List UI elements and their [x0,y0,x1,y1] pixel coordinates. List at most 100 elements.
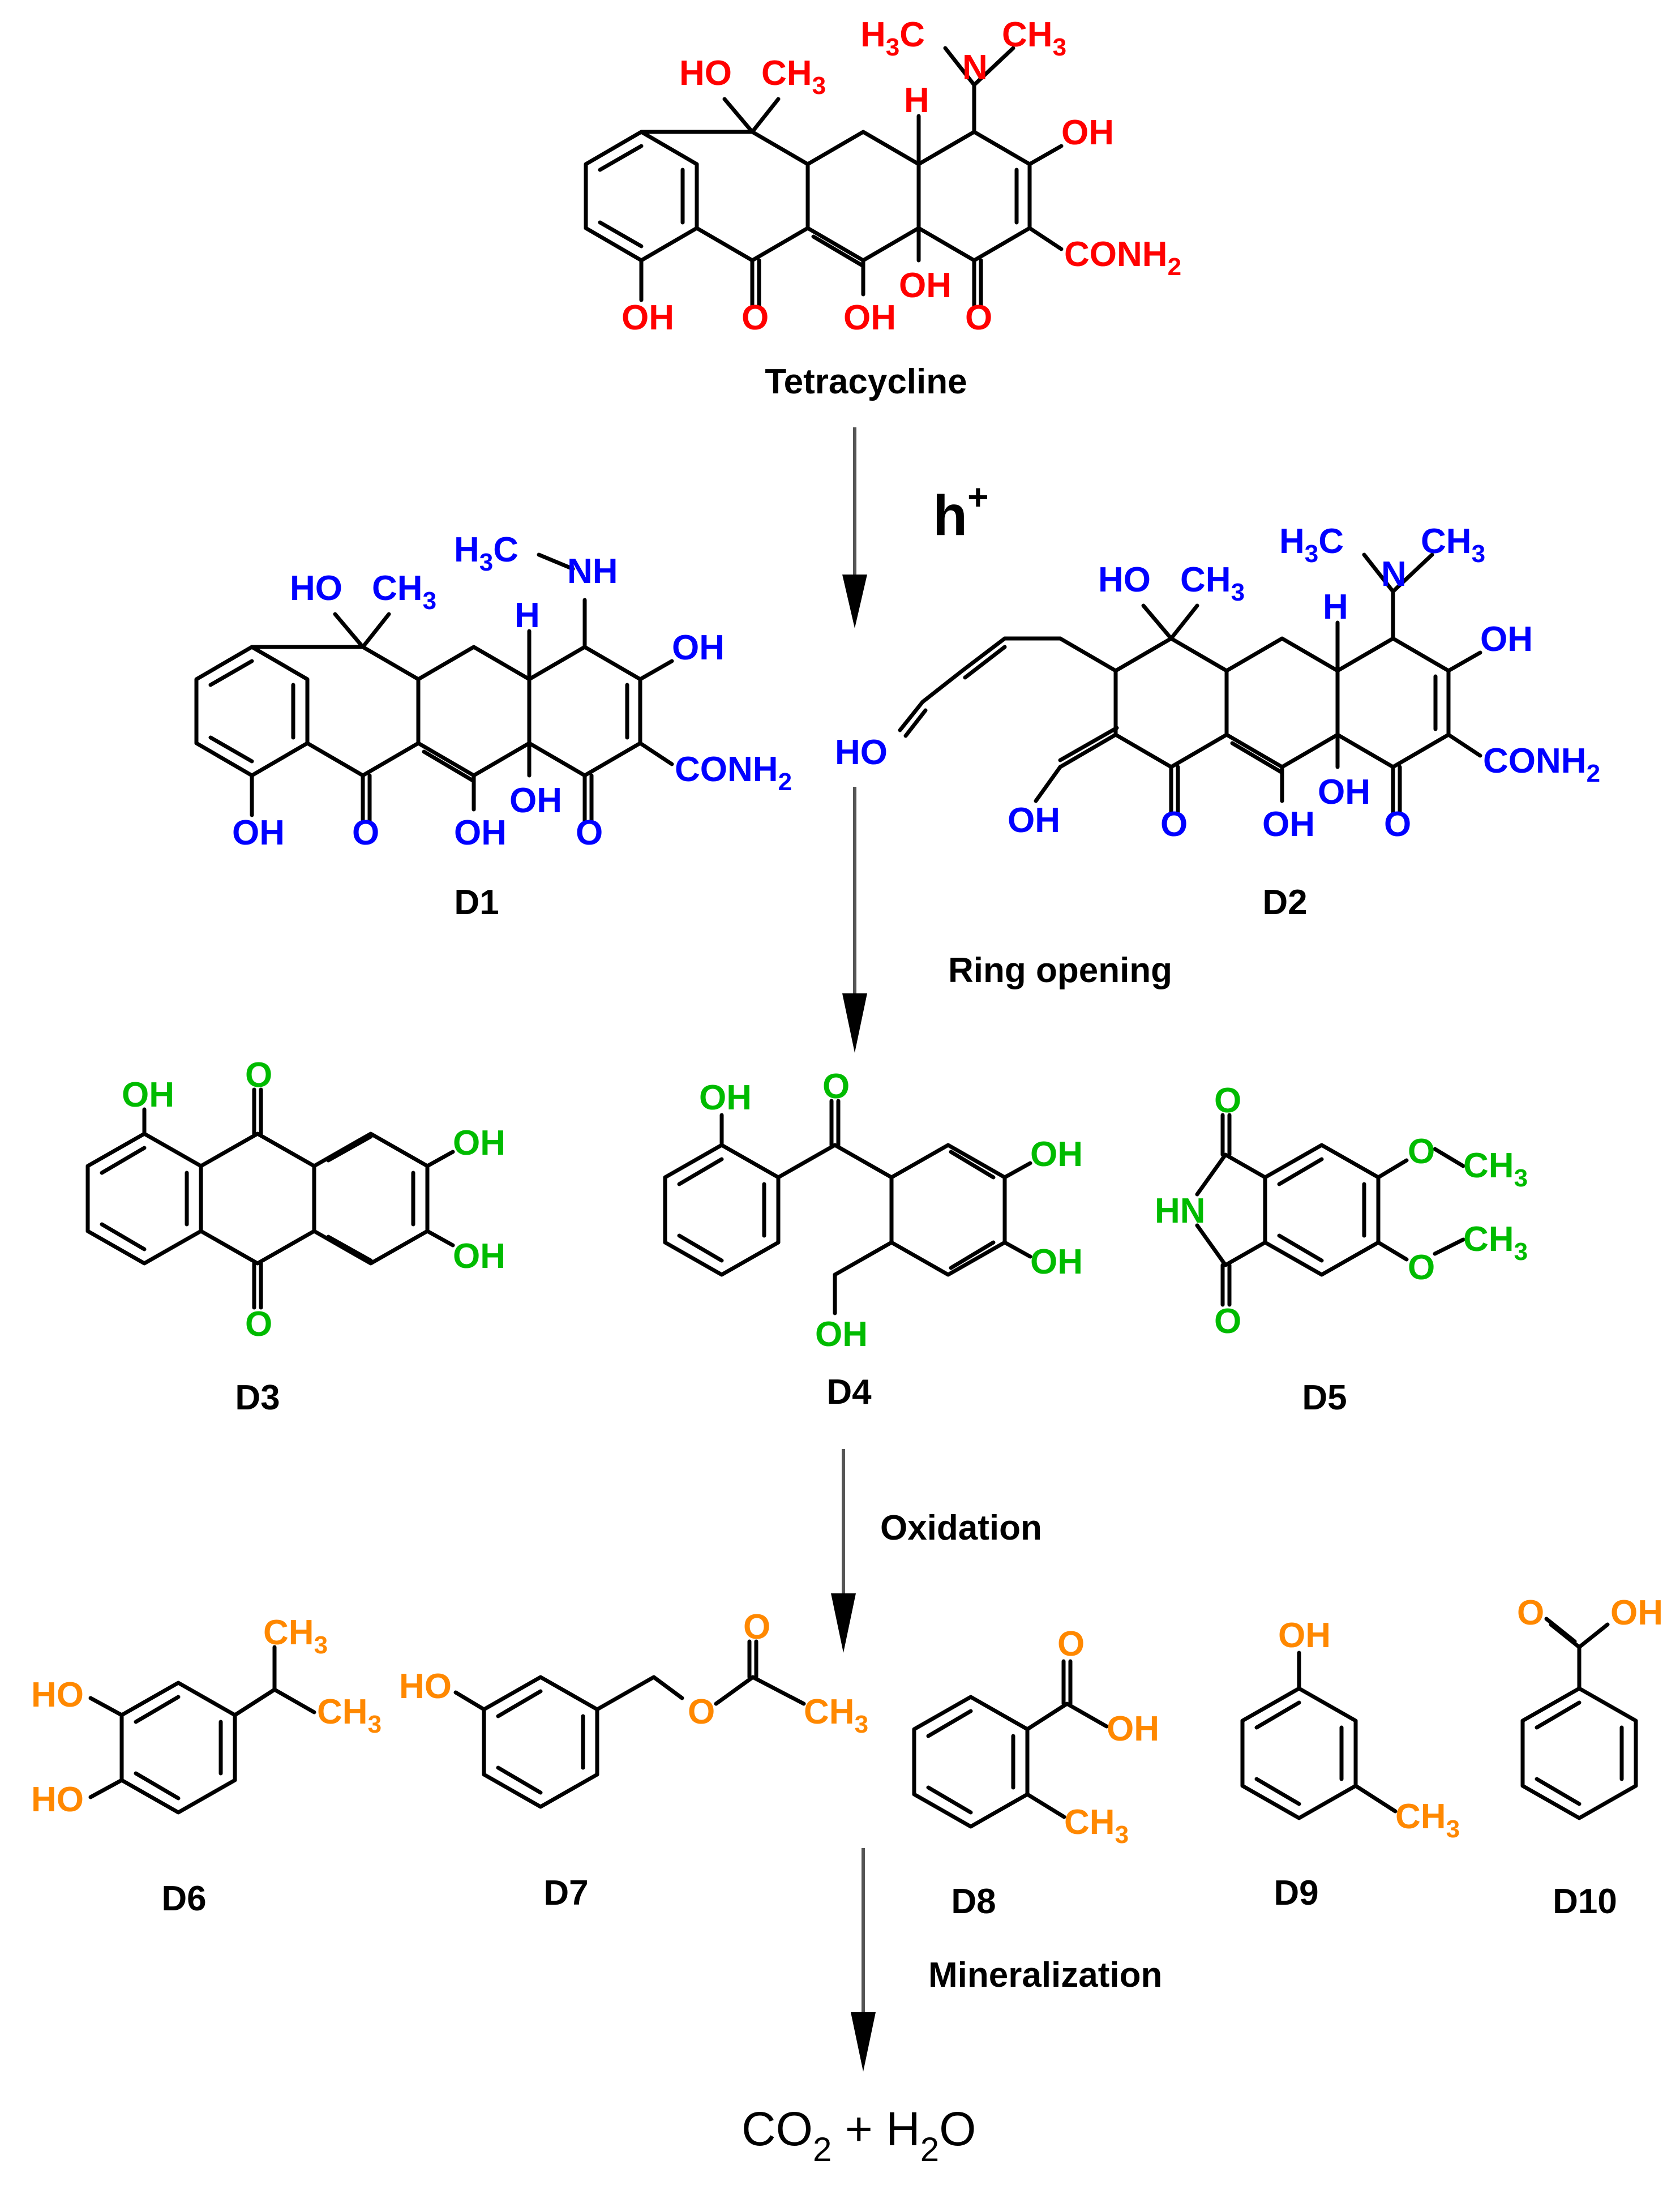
methyl-label: CH3 [1395,1797,1460,1843]
d1-labels: HO CH3 H H3C NH OH CONH2 OH O OH OH O [232,530,792,852]
d10-labels: O OH [1517,1593,1663,1632]
hydroxyl-c12a-label: OH [509,781,562,820]
acetyl-methyl-label: CH3 [804,1692,868,1738]
d6-name: D6 [161,1879,206,1918]
enol-c12-label: OH [1262,805,1315,844]
nitrogen-label: N [1381,555,1407,594]
hydroxyl-c3-label: OH [1061,113,1114,152]
d5-labels: O O HN O CH3 O CH3 [1155,1081,1528,1341]
methyl-label: CH3 [1064,1803,1129,1849]
quinone-oxygen-top-label: O [245,1056,272,1095]
d6-labels: HO HO CH3 CH3 [31,1613,382,1819]
dimethylamino-methyl-right-label: CH3 [1421,522,1485,568]
d3-labels: OH O OH OH O [122,1056,505,1344]
ketone-c1-label: O [576,813,603,852]
isopropyl-methyl-bottom-label: CH3 [317,1692,382,1738]
hydroxyl-c12a-label: OH [899,266,952,305]
d6-bonds [88,1645,316,1815]
hydroxyl-c3-label: OH [1480,620,1533,659]
d9-name: D9 [1274,1874,1318,1913]
enol-hydroxyl-label: OH [1008,801,1060,840]
d10-bonds [1520,1617,1638,1820]
ester-oxygen-label: O [688,1692,715,1731]
carboxyl-hydroxyl-label: OH [1107,1709,1159,1748]
tetracycline-labels: HO CH3 H H3C N CH3 OH CONH2 OH O OH OH O [622,15,1181,337]
hydroxymethyl-label: OH [815,1315,868,1354]
d4-bonds [663,1099,1032,1315]
d5-structure: O O HN O CH3 O CH3 D5 [1155,1081,1528,1417]
tetracycline-bonds [584,46,1064,308]
d6-structure: HO HO CH3 CH3 D6 [31,1613,382,1918]
d1-name: D1 [454,883,499,922]
hydroxyl-lower-label: OH [453,1237,505,1276]
methyl-label: CH3 [372,569,436,615]
methoxy-oxygen-top-label: O [1408,1132,1435,1171]
ketone-c11-label: O [1160,805,1188,844]
hydroxyl-c3-label: OH [672,628,725,667]
dimethylamino-methyl-left-label: H3C [1279,522,1344,568]
d4-labels: OH O OH OH OH [699,1067,1083,1354]
hydrogen-label: H [1323,588,1348,627]
ketone-label: O [822,1067,850,1106]
hydroxyl-upper-label: OH [453,1124,505,1163]
hydroxyl-label: HO [290,569,342,608]
dimethylamino-methyl-left-label: H3C [860,15,925,61]
carboxamide-label: CONH2 [675,750,792,796]
enol-c12-label: OH [454,813,507,852]
terminal-hydroxyl-label: HO [835,733,888,772]
hydroxyl-lower-label: OH [1030,1242,1083,1281]
d7-name: D7 [543,1874,588,1913]
carbonyl-oxygen-label: O [1517,1593,1544,1632]
d8-bonds [912,1659,1109,1829]
d9-structure: OH CH3 D9 [1240,1616,1460,1913]
d1-structure: HO CH3 H H3C NH OH CONH2 OH O OH OH O D1 [194,530,792,922]
phenol-label: HO [399,1667,452,1706]
hydroxyl-c12a-label: OH [1318,773,1370,812]
arrow-oxidation: Oxidation [831,1449,1042,1653]
quinone-oxygen-bottom-label: O [245,1305,272,1344]
d8-labels: O OH CH3 [1057,1625,1159,1849]
imide-nitrogen-label: HN [1155,1191,1206,1231]
phenol-label: OH [699,1078,752,1117]
methoxy-methyl-top-label: CH3 [1463,1146,1528,1192]
mineralization-label: Mineralization [928,1956,1162,1995]
final-products: CO2 + H2O [742,2102,976,2168]
carboxamide-label: CONH2 [1483,741,1600,787]
phenol-label: OH [622,298,674,337]
d5-bonds [1195,1113,1465,1307]
hole-oxidant-label: h+ [933,477,988,547]
methyl-label: CH3 [1180,560,1245,606]
ketone-c11-label: O [742,298,769,337]
imide-oxygen-bottom-label: O [1214,1302,1241,1341]
oxidation-label: Oxidation [880,1508,1042,1548]
d2-structure: HO CH3 H H3C N CH3 OH CONH2 HO OH O OH O… [835,522,1600,922]
enol-c12-label: OH [843,298,896,337]
d3-bonds [85,1087,455,1310]
nitrogen-label: N [962,48,988,87]
d10-name: D10 [1553,1882,1617,1921]
carbonyl-oxygen-label: O [1057,1625,1085,1664]
d1-bonds [194,552,674,823]
arrow-mineralization: Mineralization [851,1848,1162,2072]
d7-labels: HO O O CH3 [399,1608,868,1738]
ketone-c1-label: O [1384,805,1411,844]
methoxy-methyl-bottom-label: CH3 [1463,1220,1528,1266]
d10-structure: O OH D10 [1517,1593,1663,1921]
d9-bonds [1240,1651,1398,1820]
dimethylamino-methyl-right-label: CH3 [1002,15,1066,61]
arrow-ring-opening: Ring opening [842,787,1172,1053]
d2-name: D2 [1262,883,1307,922]
d8-name: D8 [951,1882,996,1921]
tetracycline-structure: HO CH3 H H3C N CH3 OH CONH2 OH O OH OH O… [584,15,1181,401]
d2-bonds [898,552,1482,815]
phenol-label: OH [1278,1616,1331,1655]
d5-name: D5 [1302,1378,1347,1417]
d4-structure: OH O OH OH OH D4 [663,1067,1083,1412]
ketone-c11-label: O [352,813,379,852]
d7-bonds [453,1639,806,1809]
peri-hydroxyl-label: OH [122,1075,174,1115]
tetracycline-name: Tetracycline [765,362,967,401]
hydrogen-label: H [904,81,929,120]
